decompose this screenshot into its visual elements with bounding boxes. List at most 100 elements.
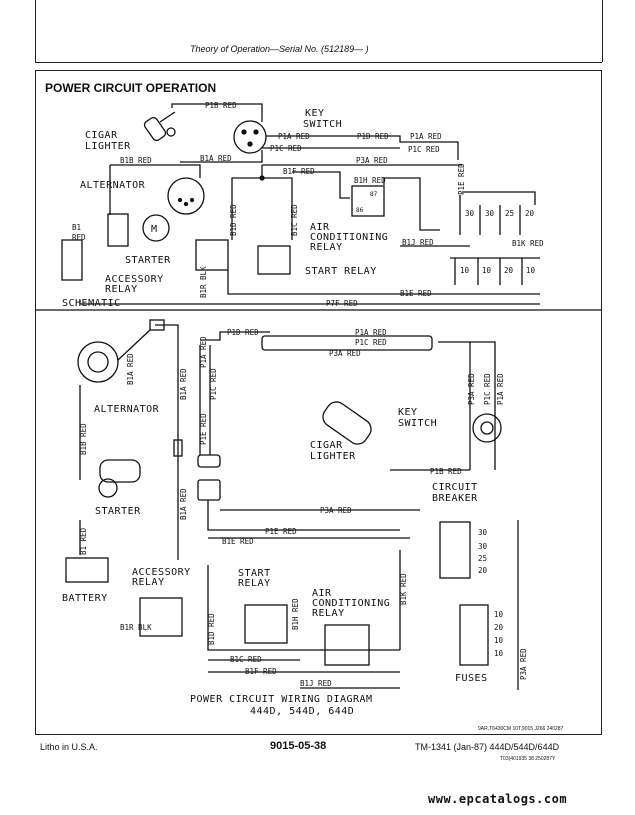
schem-battery-symbol (61, 239, 83, 281)
schem-start-relay-label: START RELAY (305, 266, 377, 277)
wd-breaker-label: CIRCUIT (432, 482, 478, 493)
harness-inline-fuse (173, 439, 183, 457)
header-rule (35, 62, 602, 63)
wd-start-relay-label: START (238, 568, 271, 579)
wire-b1f-wd: B1F RED (245, 667, 277, 676)
wire-p3a: P3A RED (356, 156, 388, 165)
footer-page-number: 9015-05-38 (270, 740, 327, 752)
wire-b1c: B1C RED (290, 204, 299, 236)
section-title: POWER CIRCUIT OPERATION (45, 81, 217, 95)
wire-b1k: B1K RED (512, 239, 544, 248)
schem-fuse-top-1: 30 (485, 209, 495, 218)
running-header: Theory of Operation—Serial No. (512189— … (190, 44, 369, 54)
schem-starter-solenoid (107, 213, 129, 247)
wd-breaker-label-2: BREAKER (432, 493, 478, 504)
wire-p1d: P1D RED (357, 132, 389, 141)
breaker-1: 30 (478, 542, 488, 551)
schematic-key-switch (233, 120, 267, 154)
wd-battery-label: BATTERY (62, 593, 108, 604)
wd-cigar-label: CIGAR (310, 440, 343, 451)
schem-cigar-label-2: LIGHTER (85, 141, 131, 152)
schem-ac-relay-label: AIR (310, 222, 330, 233)
figure-reference: 9AR,T6430CM 10T,9015 J266 240287 (478, 726, 564, 732)
wire-b1b-wd: B1B RED (79, 423, 88, 455)
wd-fuses-label: FUSES (455, 673, 488, 684)
wire-p1b-wd: P1B RED (430, 467, 462, 476)
fuse-3: 10 (494, 649, 504, 658)
wd-accessory-label: ACCESSORY (132, 567, 191, 578)
schem-fuse-block-top (459, 191, 536, 235)
wd-start-relay (244, 604, 288, 644)
schem-alternator-label: ALTERNATOR (80, 180, 146, 191)
wire-b1c-wd: B1C RED (230, 655, 262, 664)
schem-starter-motor (142, 214, 170, 242)
wire-b1d: B1D RED (229, 204, 238, 236)
svg-text:87: 87 (370, 191, 378, 198)
footer-manual-id: TM-1341 (Jan-87) 444D/544D/644D (415, 742, 560, 752)
svg-text:86: 86 (356, 207, 364, 214)
wire-b1-wd: B1 RED (79, 527, 88, 555)
wire-b1a-wd: B1A RED (179, 368, 188, 400)
schem-accessory-label: ACCESSORY (105, 274, 164, 285)
wire-b1e: B1E RED (400, 289, 432, 298)
figure-frame (35, 70, 602, 735)
page-border-left (35, 0, 36, 62)
wd-ac-label-2: CONDITIONING (312, 598, 390, 609)
wire-p7f: P7F RED (326, 299, 358, 308)
wd-start-relay-label-2: RELAY (238, 578, 271, 589)
left-harness-connector-2 (197, 479, 221, 501)
wire-b1r-wd: B1R BLK (120, 623, 152, 632)
wire-p1a-wd: P1A RED (355, 328, 387, 337)
wire-p3a-wd-2: P3A RED (320, 506, 352, 515)
wire-b1h: B1H RED (354, 176, 386, 185)
breaker-3: 20 (478, 566, 488, 575)
schem-ac-relay-box (351, 185, 385, 217)
wd-cigar-lighter (322, 401, 372, 445)
wire-p1e-wd-2: P1E RED (199, 413, 208, 445)
wire-p1c-wd-2: P1C RED (209, 368, 218, 400)
harness-fuse-link (149, 319, 165, 331)
breaker-2: 25 (478, 554, 487, 563)
wire-red: RED (72, 233, 86, 242)
footer-litho: Litho in U.S.A. (40, 742, 98, 752)
wire-b1a-wd-2: B1A RED (179, 488, 188, 520)
wire-p1c-wd: P1C RED (355, 338, 387, 347)
wire-p1e-wd: P1E RED (265, 527, 297, 536)
wd-alternator (77, 329, 151, 383)
wire-p3a-wd-3: P3A RED (519, 648, 528, 680)
wd-accessory-label-2: RELAY (132, 577, 165, 588)
wd-key-switch-label: KEY (398, 407, 418, 418)
wire-b1b: B1B RED (120, 156, 152, 165)
wire-b1: B1 (72, 223, 81, 232)
wd-battery (65, 557, 109, 583)
schem-starter-label: STARTER (125, 255, 171, 266)
wd-key-switch (472, 413, 502, 443)
wire-p1a-v: P1A RED (496, 373, 505, 405)
wd-key-switch-label-2: SWITCH (398, 418, 437, 429)
wire-p1b: P1B RED (205, 101, 237, 110)
wire-p3a-v: P3A RED (467, 373, 476, 405)
schem-fuse-top-3: 20 (525, 209, 535, 218)
schem-alternator-symbol (167, 177, 205, 215)
wire-b1h-wd: B1H RED (291, 598, 300, 630)
schem-key-switch-label: KEY (305, 108, 325, 119)
schematic-caption: SCHEMATIC (62, 298, 121, 309)
wire-p3a-wd: P3A RED (329, 349, 361, 358)
fuse-0: 10 (494, 610, 504, 619)
wire-p1c: P1C RED (270, 144, 302, 153)
wd-accessory-relay (139, 597, 183, 637)
wd-cigar-label-2: LIGHTER (310, 451, 356, 462)
wire-b1e-wd: B1E RED (222, 537, 254, 546)
schematic-cigar-lighter (143, 111, 176, 142)
wiring-caption: POWER CIRCUIT WIRING DIAGRAM (190, 694, 373, 705)
wd-ac-relay (324, 624, 370, 666)
left-harness-connector (197, 454, 221, 468)
top-connector-harness (261, 335, 433, 351)
schem-ac-relay-label-2: CONDITIONING (310, 232, 388, 243)
schem-accessory-relay-box (195, 239, 229, 271)
wire-b1d-wd: B1D RED (207, 613, 216, 645)
watermark: www.epcatalogs.com (428, 792, 568, 806)
schem-cigar-label: CIGAR (85, 130, 118, 141)
wiring-diagram: B1A RED B1A RED P1D RED P1A RED P1C RED … (62, 319, 528, 717)
